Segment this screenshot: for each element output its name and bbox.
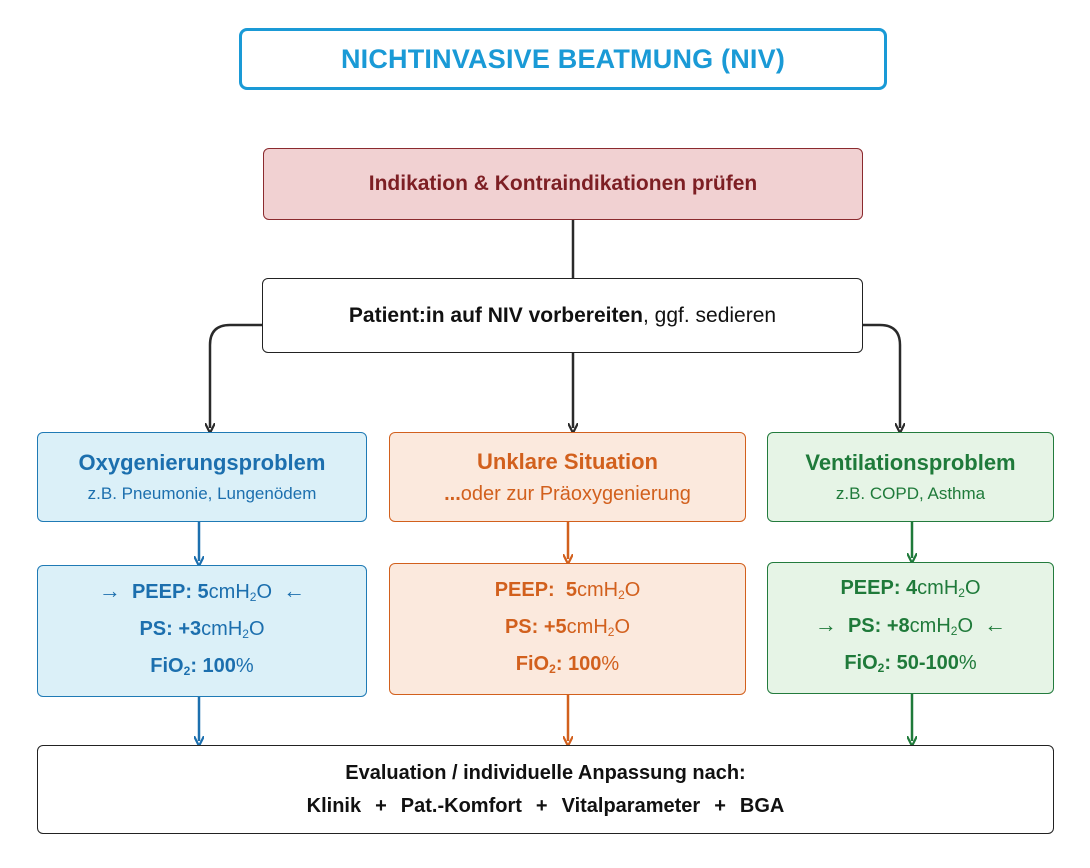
unclear-ps: PS: +5cmH2O (504, 615, 631, 639)
title-box: NICHTINVASIVE BEATMUNG (NIV) (239, 28, 887, 90)
plus-sign: + (535, 794, 548, 817)
plus-sign: + (714, 794, 726, 817)
unclear-title: Unklare Situation (477, 448, 658, 474)
evaluation-box: Evaluation / individuelle Anpassung nach… (37, 745, 1054, 834)
oxygenation-params-box: → PEEP: 5cmH2O ← PS: +3cmH2O FiO2: 100% (37, 565, 367, 697)
indication-text: Indikation & Kontraindikationen prüfen (368, 172, 758, 195)
ventilation-params-box: PEEP: 4cmH2O → PS: +8cmH2O ← FiO2: 50-10… (767, 562, 1054, 694)
oxygenation-title: Oxygenierungsproblem (78, 450, 326, 475)
oxygenation-fio2: FiO2: 100% (150, 655, 254, 678)
evaluation-heading: Evaluation / individuelle Anpassung nach… (345, 761, 746, 784)
oxygenation-subtitle: z.B. Pneumonie, Lungenödem (87, 484, 317, 503)
unclear-box: Unklare Situation ...oder zur Präoxygeni… (389, 432, 746, 522)
page-title: NICHTINVASIVE BEATMUNG (NIV) (340, 43, 786, 74)
connector-prep-oxy (210, 323, 262, 428)
oxygenation-ps: PS: +3cmH2O (139, 618, 265, 641)
ventilation-peep: PEEP: 4cmH2O (840, 577, 981, 600)
evaluation-item-bga: BGA (739, 794, 785, 817)
arrow-left-icon: ← (984, 612, 1007, 637)
unclear-params-box: PEEP: 5cmH2O PS: +5cmH2O FiO2: 100% (389, 563, 746, 695)
ventilation-ps: → PS: +8cmH2O ← (814, 612, 1007, 638)
evaluation-item-komfort: Pat.-Komfort (400, 794, 522, 817)
ventilation-title: Ventilationsproblem (805, 450, 1016, 475)
prep-text: Patient:in auf NIV vorbereiten, ggf. sed… (348, 303, 777, 327)
ventilation-subtitle: z.B. COPD, Asthma (835, 484, 986, 503)
oxygenation-box: Oxygenierungsproblem z.B. Pneumonie, Lun… (37, 432, 367, 522)
arrow-left-icon: ← (283, 578, 306, 603)
ventilation-box: Ventilationsproblem z.B. COPD, Asthma (767, 432, 1054, 522)
connector-prep-vent (863, 323, 900, 428)
arrow-right-icon: → (98, 578, 121, 603)
plus-sign: + (375, 794, 387, 817)
unclear-subtitle: ...oder zur Präoxygenierung (444, 482, 691, 505)
evaluation-item-vitalparameter: Vitalparameter (561, 794, 701, 817)
prep-box: Patient:in auf NIV vorbereiten, ggf. sed… (262, 278, 863, 353)
unclear-fio2: FiO2: 100% (515, 652, 620, 676)
evaluation-items: Klinik + Pat.-Komfort + Vitalparameter + BGA (307, 795, 785, 818)
arrow-right-icon: → (814, 612, 837, 637)
unclear-peep: PEEP: 5cmH2O (494, 578, 641, 602)
evaluation-item-klinik: Klinik (306, 794, 362, 817)
indication-box: Indikation & Kontraindikationen prüfen (263, 148, 863, 220)
oxygenation-peep: → PEEP: 5cmH2O ← (98, 578, 306, 604)
ventilation-fio2: FiO2: 50-100% (844, 652, 977, 675)
